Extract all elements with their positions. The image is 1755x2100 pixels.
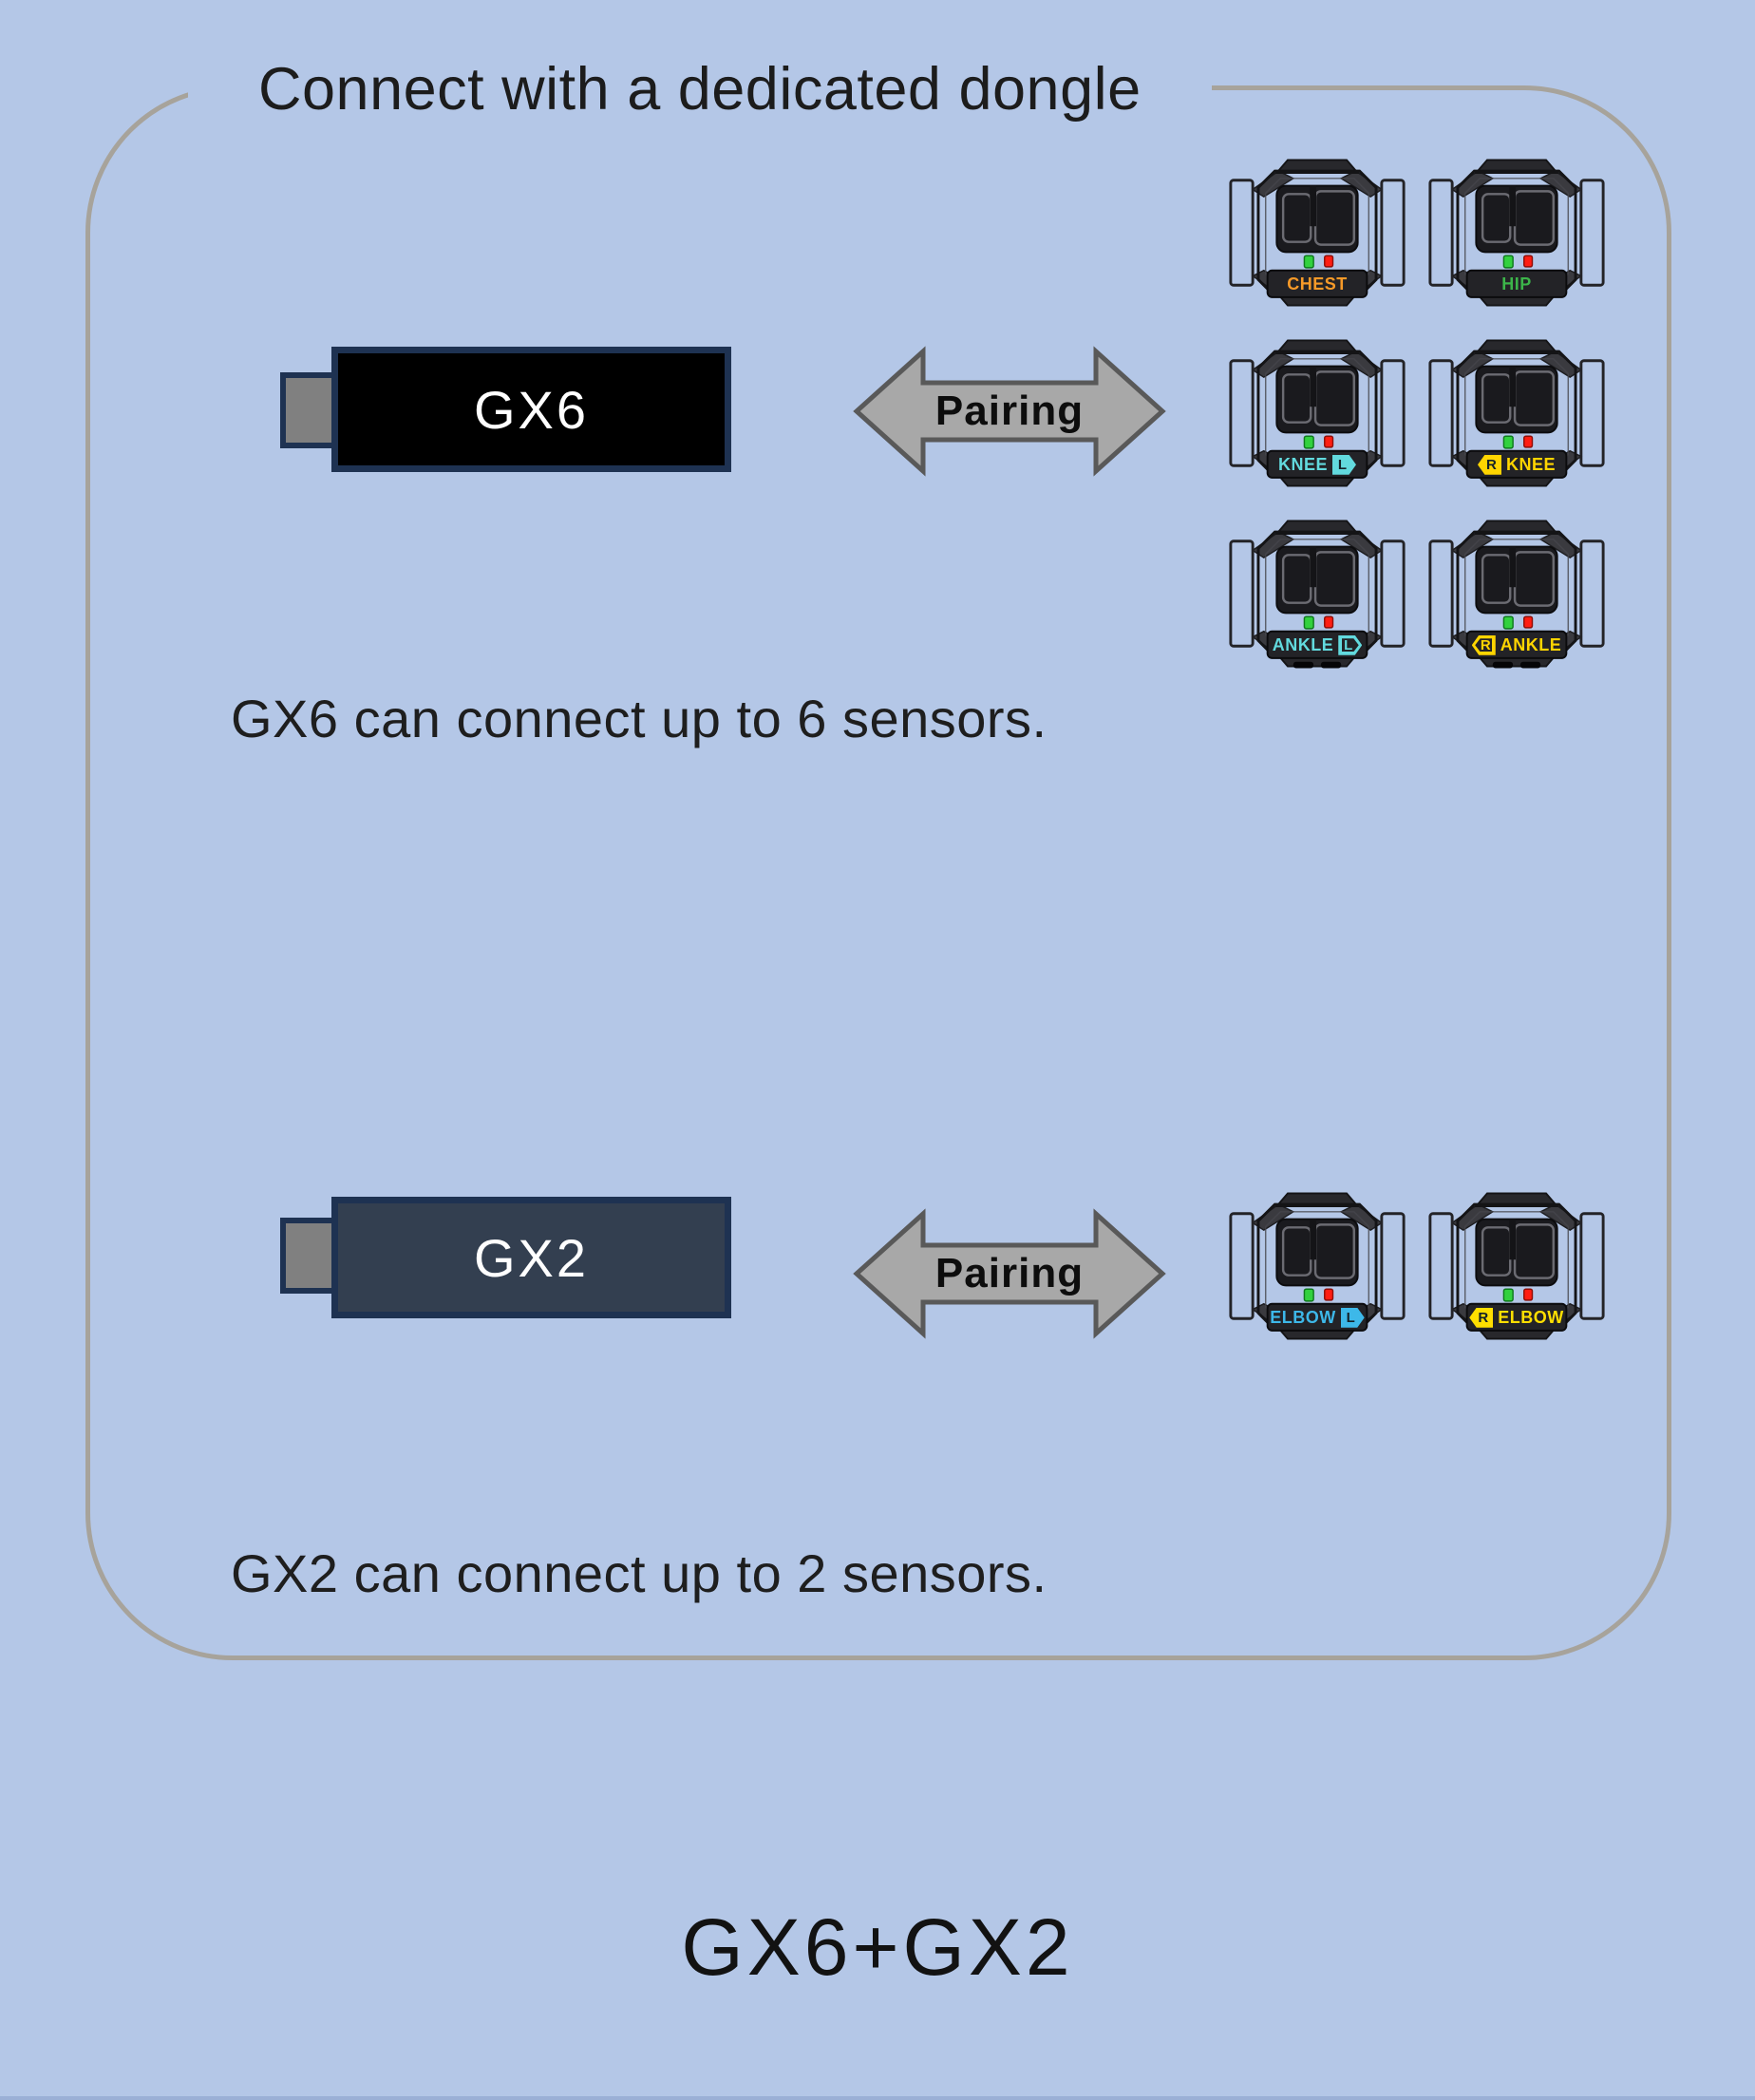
gx2-sensor-grid: ELBOW L <box>1227 1183 1607 1349</box>
sensor-label-text: CHEST <box>1287 274 1348 294</box>
sensor-label: ELBOW L <box>1268 1304 1368 1331</box>
status-led-red <box>1523 435 1534 448</box>
sensor-elbow-r: ELBOW R <box>1426 1183 1607 1349</box>
tracker-device-icon <box>1229 520 1406 669</box>
side-badge-letter: R <box>1486 456 1497 473</box>
charging-ports <box>1293 661 1342 669</box>
bottom-edge-strip <box>0 2096 1755 2100</box>
sensor-label: KNEE L <box>1268 451 1368 478</box>
gx2-usb-plug <box>280 1218 339 1294</box>
status-led-green <box>1303 615 1314 630</box>
charging-ports <box>1492 661 1541 669</box>
sensor-label: KNEE R <box>1467 451 1567 478</box>
sensor-label: HIP <box>1467 271 1567 297</box>
status-led-red <box>1324 1288 1334 1301</box>
gx6-sensor-grid: CHEST <box>1227 150 1607 676</box>
gx2-dongle-label: GX2 <box>473 1227 590 1288</box>
side-badge: R <box>1471 634 1496 655</box>
status-led-red <box>1523 615 1534 629</box>
gx6-dongle-label: GX6 <box>473 379 590 440</box>
status-led-red <box>1523 1288 1534 1301</box>
sensor-elbow-l: ELBOW L <box>1227 1183 1407 1349</box>
gx6-pairing-label: Pairing <box>934 388 1085 434</box>
side-badge-letter: L <box>1344 636 1353 653</box>
sensor-label: ELBOW R <box>1467 1304 1567 1331</box>
status-led-red <box>1324 435 1334 448</box>
side-badge-letter: R <box>1478 1309 1489 1326</box>
tracker-device-icon <box>1229 159 1406 307</box>
sensor-label-text: KNEE <box>1277 455 1328 475</box>
tracker-device-icon <box>1428 159 1605 307</box>
status-led-green <box>1502 1288 1514 1302</box>
side-badge: L <box>1340 1307 1365 1328</box>
status-led-green <box>1502 615 1514 630</box>
gx2-pairing-label: Pairing <box>934 1250 1085 1296</box>
status-led-green <box>1303 435 1314 449</box>
sensor-label-text: ELBOW <box>1270 1308 1336 1328</box>
footer-label: GX6+GX2 <box>681 1902 1074 1992</box>
sensor-knee-r: KNEE R <box>1426 331 1607 496</box>
gx6-usb-plug <box>280 372 339 448</box>
sensor-ankle-r: ANKLE R <box>1426 511 1607 676</box>
sensor-label-text: KNEE <box>1505 455 1556 475</box>
sensor-label-text: ANKLE <box>1500 635 1562 655</box>
sensor-label: ANKLE L <box>1268 632 1368 658</box>
sensor-hip: HIP <box>1426 150 1607 315</box>
side-badge: L <box>1331 454 1356 475</box>
side-badge: L <box>1338 634 1363 655</box>
tracker-device-icon <box>1428 520 1605 669</box>
page-title: Connect with a dedicated dongle <box>188 42 1212 137</box>
status-led-green <box>1303 1288 1314 1302</box>
double-arrow-icon <box>853 1208 1166 1339</box>
gx6-dongle: GX6 <box>331 347 731 472</box>
sensor-label: ANKLE R <box>1467 632 1567 658</box>
gx2-dongle: GX2 <box>331 1197 731 1318</box>
gx2-caption: GX2 can connect up to 2 sensors. <box>231 1543 1047 1603</box>
side-badge-letter: L <box>1337 456 1348 473</box>
status-led-green <box>1502 255 1514 269</box>
gx2-pairing-arrow: Pairing <box>853 1206 1166 1341</box>
double-arrow-icon <box>853 346 1166 477</box>
sensor-label-text: ELBOW <box>1498 1308 1564 1328</box>
sensor-chest: CHEST <box>1227 150 1407 315</box>
status-led-green <box>1502 435 1514 449</box>
status-led-red <box>1324 255 1334 268</box>
side-badge: R <box>1469 1307 1494 1328</box>
gx6-caption: GX6 can connect up to 6 sensors. <box>231 689 1047 748</box>
sensor-label-text: HIP <box>1501 274 1532 294</box>
side-badge-letter: L <box>1346 1309 1355 1326</box>
sensor-knee-l: KNEE L <box>1227 331 1407 496</box>
status-led-red <box>1324 615 1334 629</box>
sensor-label: CHEST <box>1268 271 1368 297</box>
side-badge: R <box>1477 454 1501 475</box>
side-badge-letter: R <box>1480 636 1491 653</box>
status-led-green <box>1303 255 1314 269</box>
status-led-red <box>1523 255 1534 268</box>
gx6-pairing-arrow: Pairing <box>853 344 1166 479</box>
sensor-ankle-l: ANKLE L <box>1227 511 1407 676</box>
sensor-label-text: ANKLE <box>1272 635 1334 655</box>
